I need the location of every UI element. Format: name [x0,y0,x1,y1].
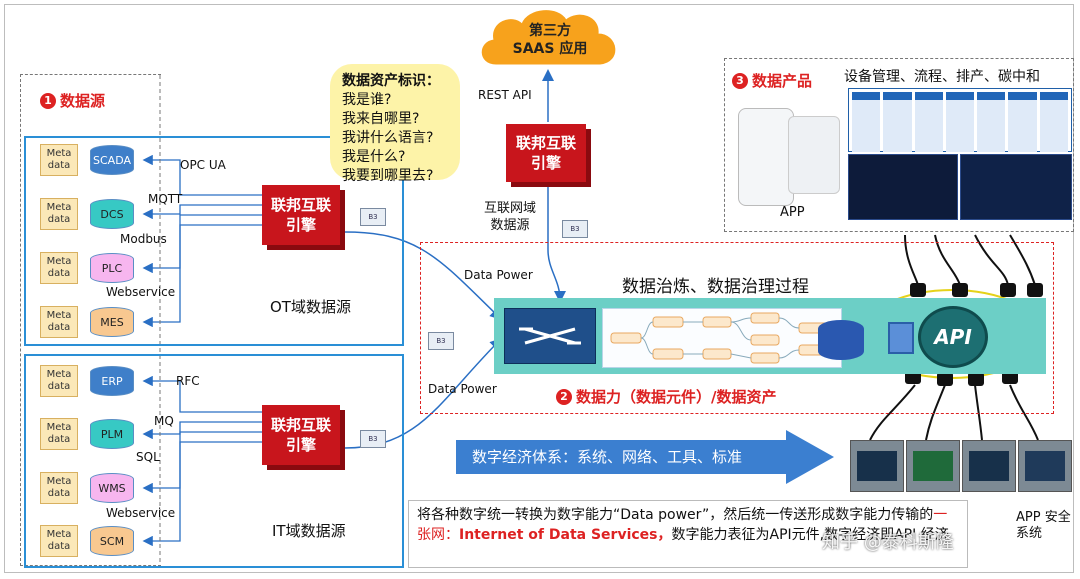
summary-text: 将各种数字统一转换为数字能力“Data power”，然后统一传送形成数字能力传… [417,507,934,523]
internet-to-center [547,182,566,303]
section-asset-title: 2 数据力（数据元件）/数据资产 [556,386,776,407]
system-dcs: DCS [90,199,134,229]
it-federation-engine: 联邦互联引擎 [262,405,340,465]
ot-to-center [344,231,503,321]
protocol-label: MQ [154,414,174,428]
api-label: API [934,325,972,349]
ot-panel [24,136,404,346]
bubble-line: 我是什么? [342,149,406,165]
section-number: 2 [556,388,572,405]
app-label: APP [780,205,805,220]
app-device-icon [906,440,960,492]
internet-federation-engine: 联邦互联引擎 [506,124,586,182]
it-panel [24,354,404,568]
cloud-icon [481,10,616,65]
app-device-icon [1018,440,1072,492]
data-power-top-label: Data Power [464,268,533,282]
bubble-line: 我是谁? [342,92,392,108]
protocol-label: OPC UA [180,158,226,172]
economy-label: 数字经济体系：系统、网络、工具、标准 [472,448,743,466]
envelope-icon: B3 [360,208,386,226]
data-flow-panel [602,308,842,368]
protocol-label: MQTT [148,192,183,206]
envelope-icon: B3 [562,220,588,238]
bubble-title: 数据资产标识： [342,73,440,89]
app-device-icon [850,440,904,492]
source-dashed-box [20,74,161,566]
product-description: 设备管理、流程、排产、碳中和 [844,69,1040,85]
rest-api-label: REST API [478,88,532,102]
system-scada: SCADA [90,145,134,175]
protocol-label: SQL [136,450,160,464]
envelope-icon: B3 [428,332,454,350]
internet-domain-label: 互联网域 数据源 [484,201,537,233]
switch-icon [504,308,596,364]
section-label: 数据产品 [752,72,813,90]
phone-mockup [788,116,840,194]
watermark: 知乎 @泰科斯隆 [822,532,954,553]
data-power-bottom-label: Data Power [428,382,497,396]
system-scm: SCM [90,526,134,556]
app-security-label: APP 安全系统 [1016,510,1071,541]
dashboard-screen-mockup [848,154,958,220]
section-label: 数据源 [60,92,106,110]
protocol-label: RFC [176,374,200,388]
envelope-icon: B3 [360,430,386,448]
it-links [142,375,262,547]
ot-links [142,154,262,328]
system-mes: MES [90,307,134,337]
api-gear-icon: API [918,306,988,368]
app-device-icon [962,440,1016,492]
protocol-label: Webservice [106,285,176,299]
summary-highlight: Internet of Data Services， [459,527,672,543]
it-domain-label: IT域数据源 [272,522,346,540]
database-icon [818,320,864,360]
ot-domain-label: OT域数据源 [270,298,351,316]
system-erp: ERP [90,366,134,396]
system-wms: WMS [90,473,134,503]
ot-federation-engine: 联邦互联引擎 [262,185,340,245]
bubble-line: 我来自哪里? [342,111,420,127]
phone-mockup [738,108,794,206]
section-source-title: 1 数据源 [40,90,105,111]
saas-label: 第三方 SAAS 应用 [512,23,588,57]
summary-highlight: 一张网： [417,507,948,543]
protocol-label: Webservice [106,506,176,520]
summary-text: 数字能力表征为API元件,数字经济即API 经济 [671,527,949,543]
protocol-label: Modbus [120,232,167,246]
section-label: 数据力（数据元件）/数据资产 [576,388,777,406]
data-asset-bubble: 数据资产标识： 我是谁? 我来自哪里? 我讲什么语言? 我是什么? 我要到哪里去… [330,64,460,184]
process-title: 数据治炼、数据治理过程 [622,277,809,297]
summary-text-box: 将各种数字统一转换为数字能力“Data power”，然后统一传送形成数字能力传… [408,500,968,568]
system-plm: PLM [90,419,134,449]
bubble-line: 我讲什么语言? [342,130,434,146]
dashboard-menu-mockup [848,88,1072,152]
economy-arrow [456,430,834,484]
data-governance-region [420,242,1054,414]
section-product-title: 3 数据产品 [732,70,812,91]
product-dashed-box [724,58,1074,232]
section-number: 1 [40,92,56,109]
dashboard-screen-mockup [960,154,1072,220]
diagram-frame [4,4,1074,573]
system-plc: PLC [90,253,134,283]
document-stack-icon [888,322,914,354]
section-number: 3 [732,72,748,89]
bubble-line: 我要到哪里去? [342,168,434,184]
